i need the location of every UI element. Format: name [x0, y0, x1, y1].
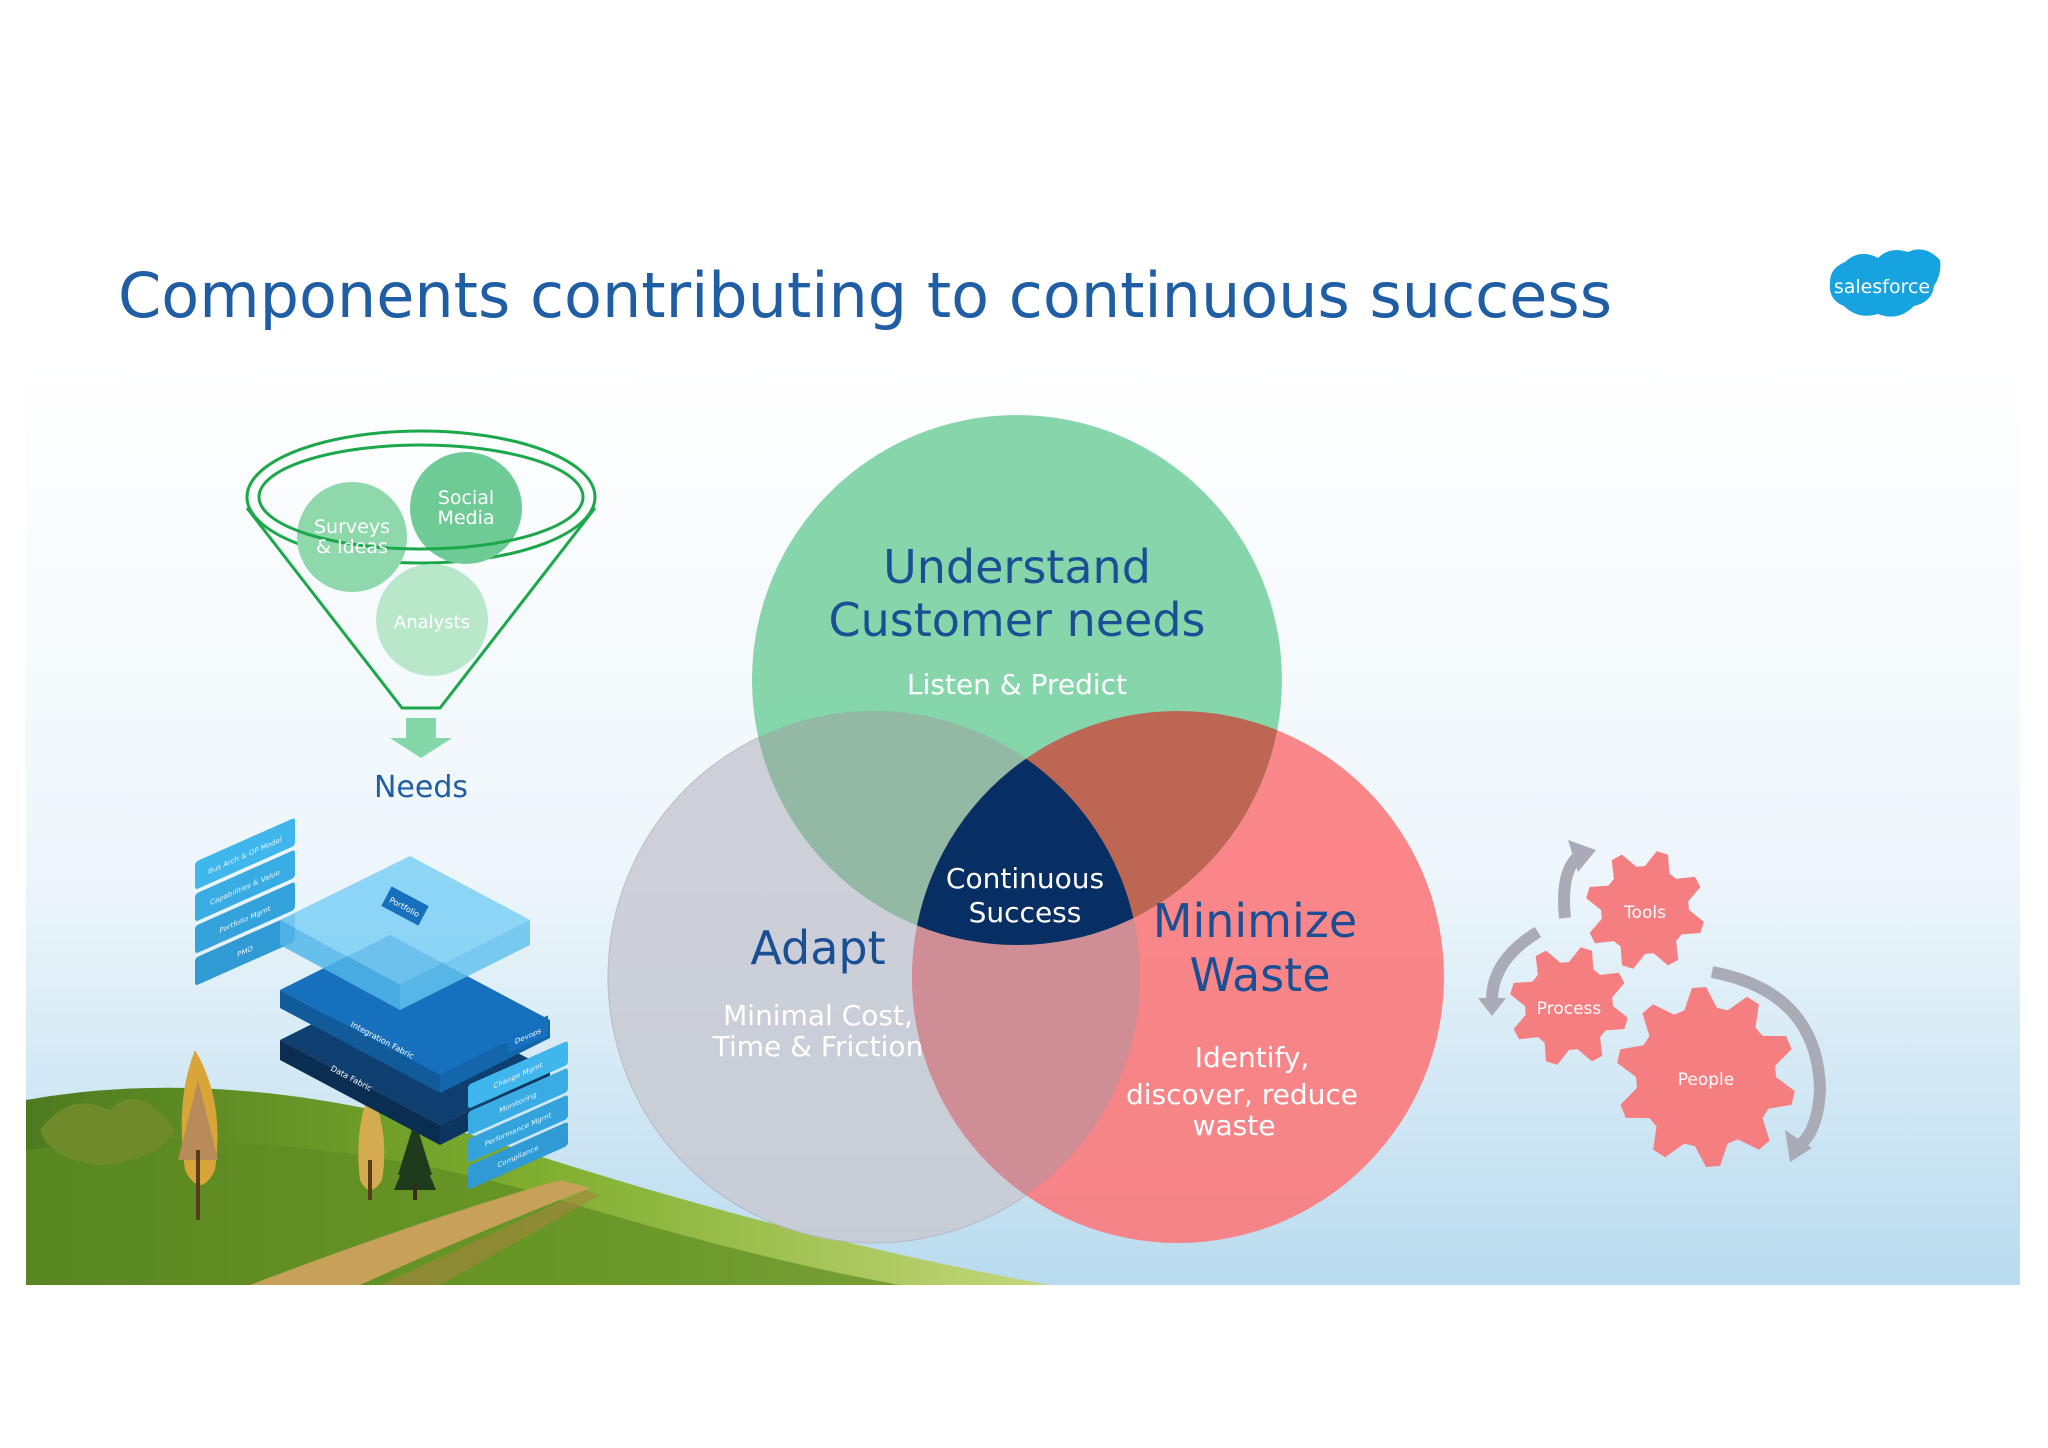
waste-subtitle-line2: discover, reduce — [1126, 1078, 1358, 1111]
gear-label-people: People — [1678, 1070, 1734, 1090]
funnel-label-surveys: Surveys& Ideas — [314, 516, 390, 558]
waste-subtitle-line3: waste — [1193, 1109, 1276, 1142]
gear-people — [1617, 987, 1795, 1167]
stack-layer-portfolio — [280, 856, 530, 985]
cycle-arrow-right — [1710, 966, 1827, 1150]
logo-text: salesforce — [1834, 276, 1930, 298]
funnel-item-surveys — [297, 482, 407, 592]
center-label-line2: Success — [969, 896, 1082, 929]
understand-title-line1: Understand — [883, 540, 1151, 594]
waste-title-line1: Minimize — [1153, 894, 1357, 948]
funnel-arrow-down — [390, 718, 452, 758]
slide-title: Components contributing to continuous su… — [118, 259, 1612, 332]
funnel-label-analysts: Analysts — [394, 612, 470, 633]
cycle-arrow-left — [1486, 926, 1542, 1001]
funnel-rim-inner — [257, 443, 585, 551]
adapt-title: Adapt — [750, 921, 885, 975]
waste-subtitle-line1: Identify, — [1195, 1041, 1310, 1074]
gear-process — [1510, 947, 1628, 1065]
adapt-subtitle-line2: Time & Friction — [712, 1030, 924, 1063]
funnel-rim-outer — [245, 429, 597, 565]
waste-title-line2: Waste — [1189, 948, 1330, 1002]
center-label-line1: Continuous — [946, 862, 1104, 895]
funnel-output-label: Needs — [374, 770, 468, 805]
gear-label-tools: Tools — [1623, 903, 1666, 923]
salesforce-logo: salesforce — [1829, 249, 1941, 317]
funnel-item-social-media — [410, 452, 522, 564]
gear-label-process: Process — [1537, 999, 1602, 1019]
tree-group — [40, 1050, 436, 1220]
understand-subtitle: Listen & Predict — [907, 668, 1127, 701]
venn-diagram: Understand Customer needs Listen & Predi… — [607, 415, 1444, 1244]
gear-tools — [1586, 851, 1704, 969]
understand-title-line2: Customer needs — [829, 593, 1206, 647]
adapt-subtitle-line1: Minimal Cost, — [723, 999, 913, 1032]
portfolio-tag — [381, 886, 429, 926]
gears-cycle: Tools Process People — [1478, 840, 1827, 1167]
funnel-item-analysts — [376, 564, 488, 676]
